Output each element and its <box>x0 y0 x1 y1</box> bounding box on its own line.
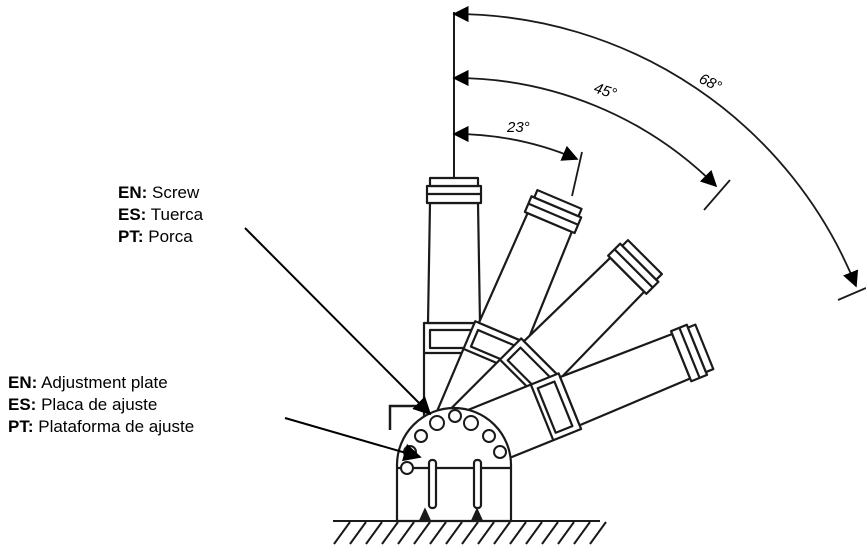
hatch-mark <box>557 521 575 545</box>
screw-callout: EN: Screw ES: Tuerca PT: Porca <box>118 182 203 248</box>
screw-callout-en: EN: Screw <box>118 183 200 202</box>
hatch-mark <box>413 521 431 545</box>
hatch-mark <box>493 521 511 545</box>
hatch-mark <box>333 521 351 545</box>
hatch-mark <box>509 521 527 545</box>
hatch-mark <box>477 521 495 545</box>
hatch-mark <box>397 521 415 545</box>
plate-callout-es: ES: Placa de ajuste <box>8 395 158 414</box>
angle-arcs <box>452 5 866 301</box>
hatch-mark <box>365 521 383 545</box>
base-housing <box>395 406 513 523</box>
adjustment-plate-holes <box>400 409 507 475</box>
screw-callout-es: ES: Tuerca <box>118 205 204 224</box>
hatch-mark <box>349 521 367 545</box>
plate-callout: EN: Adjustment plate ES: Placa de ajuste… <box>8 372 194 438</box>
hatch-mark <box>589 521 607 545</box>
hatch-mark <box>541 521 559 545</box>
angle-label-45: 45° <box>592 80 619 103</box>
hatch-mark <box>461 521 479 545</box>
screw-leader-line <box>244 227 432 416</box>
hatch-mark <box>573 521 591 545</box>
hatch-mark <box>381 521 399 545</box>
screw-callout-pt: PT: Porca <box>118 227 193 246</box>
ground-hatch <box>333 520 607 545</box>
plate-callout-en: EN: Adjustment plate <box>8 373 168 392</box>
plate-leader-line <box>284 417 422 462</box>
angle-label-23: 23° <box>506 119 530 136</box>
screw-handle <box>388 404 420 430</box>
hatch-mark <box>445 521 463 545</box>
hatch-mark <box>429 521 447 545</box>
hatch-mark <box>525 521 543 545</box>
plate-callout-pt: PT: Plataforma de ajuste <box>8 417 195 436</box>
